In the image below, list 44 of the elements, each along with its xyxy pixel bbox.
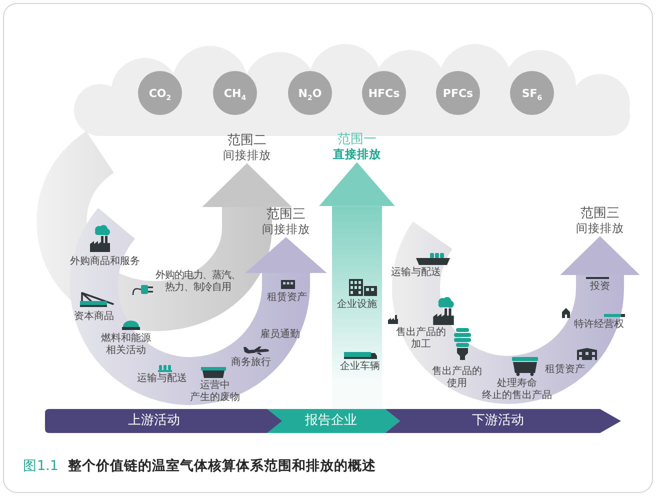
activity-label: 运输与配送 (137, 373, 187, 384)
curved-arrow (36, 132, 292, 331)
gas-label: PFCs (442, 86, 474, 100)
caption: 整个价值链的温室气体核算体系范围和排放的概述 (68, 458, 376, 474)
activity-label: 雇员通勤 (260, 329, 300, 340)
activity-label: 企业设施 (337, 299, 377, 310)
arrow-heading: 范围三 (580, 207, 620, 222)
segment-label: 上游活动 (128, 413, 180, 428)
activity-label: 处理寿命终止的售出产品 (482, 378, 552, 401)
arrow-subheading: 间接排放 (262, 222, 310, 236)
arrow-subheading: 间接排放 (223, 148, 271, 162)
gas-label: CH$_{4}$ (224, 86, 246, 100)
activity-label: 租赁资产 (545, 364, 585, 376)
activity-label: 商务旅行 (231, 357, 271, 368)
arrow-subheading: 直接排放 (333, 148, 381, 162)
curved-arrow (392, 222, 640, 404)
activity-label: 企业车辆 (340, 361, 380, 372)
gas-label: HFCs (368, 86, 400, 100)
figure-number: 图1.1 (23, 458, 58, 474)
segment-label: 报告企业 (305, 413, 357, 428)
arrow-subheading: 间接排放 (576, 222, 624, 236)
arrow-heading: 范围一 (338, 133, 376, 148)
segment-label: 下游活动 (472, 413, 524, 428)
curved-arrow (70, 209, 327, 405)
chevron-segment (267, 409, 400, 433)
activity-label: 售出产品的加工 (396, 327, 446, 350)
activity-label: 资本商品 (74, 311, 114, 322)
activity-label: 租赁资产 (267, 292, 307, 304)
activity-label: 投资 (590, 281, 610, 292)
activity-label: 售出产品的使用 (432, 366, 482, 389)
arrow-heading: 范围三 (266, 208, 306, 223)
thick-arrow (319, 162, 395, 409)
activity-label: 外购商品和服务 (70, 256, 140, 268)
chevron-segment (45, 409, 283, 433)
gas-label: SF$_{6}$ (522, 86, 542, 100)
arrow-heading: 范围二 (228, 134, 266, 149)
chevron-segment (385, 409, 621, 433)
activity-label: 外购的电力、蒸汽、热力、制冷自用 (156, 270, 240, 293)
activity-label: 运营中产生的废物 (190, 380, 240, 403)
activity-label: 燃料和能源相关活动 (101, 333, 151, 356)
activity-label: 运输与配送 (391, 267, 441, 278)
activity-label: 特许经营权 (574, 319, 624, 330)
gas-label: N$_{2}$O (298, 86, 322, 100)
gas-label: CO$_{2}$ (148, 86, 172, 100)
